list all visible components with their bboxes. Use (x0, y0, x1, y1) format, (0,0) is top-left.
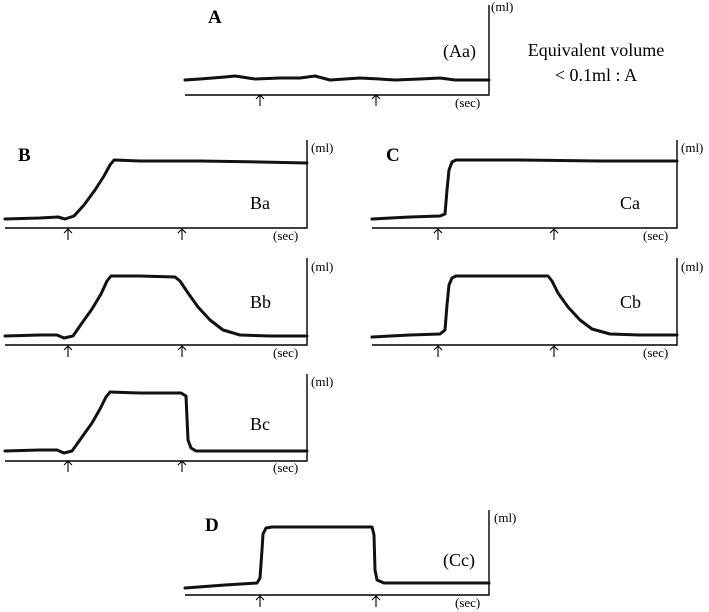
y-unit-ba: (ml) (311, 140, 333, 155)
x-unit-ba: (sec) (273, 228, 298, 243)
axis-cc (185, 510, 490, 596)
panel-bb: (ml) (sec) Bb (3, 258, 333, 360)
arrow-bc-1 (63, 460, 73, 472)
arrow-bb-1 (63, 345, 73, 357)
panel-ba: (ml) (sec) Ba (3, 140, 333, 243)
y-unit-bb: (ml) (311, 259, 333, 274)
panel-aa: (ml) (sec) (Aa) (183, 0, 513, 110)
trace-cc (183, 525, 491, 590)
axis-bc (5, 374, 308, 462)
axis-aa (185, 5, 490, 96)
trace-bb (3, 274, 309, 340)
arrow-cc-1 (255, 595, 265, 607)
arrow-ca-1 (433, 228, 443, 240)
section-label-d: D (205, 515, 219, 536)
panel-label-aa: (Aa) (443, 41, 476, 62)
section-label-c: C (386, 145, 400, 166)
panel-label-bc: Bc (250, 414, 270, 434)
section-label-b: B (18, 145, 31, 166)
arrow-aa-1 (255, 94, 265, 106)
panel-label-cb: Cb (620, 292, 641, 312)
arrow-cc-2 (371, 595, 381, 607)
panel-label-cc: (Cc) (443, 550, 475, 571)
trace-aa (183, 74, 491, 82)
panel-label-bb: Bb (250, 292, 271, 312)
trace-ca (370, 158, 679, 221)
y-unit-ca: (ml) (681, 140, 703, 155)
x-unit-bc: (sec) (273, 460, 298, 475)
y-unit-cb: (ml) (681, 259, 703, 274)
section-label-a: A (208, 7, 222, 28)
trace-bc (3, 390, 309, 455)
arrow-cb-1 (433, 345, 443, 357)
arrow-ba-2 (177, 228, 187, 240)
y-unit-bc: (ml) (311, 374, 333, 389)
note-line-2: < 0.1ml : A (555, 65, 637, 85)
arrow-bb-2 (177, 345, 187, 357)
y-unit-aa: (ml) (491, 0, 513, 14)
panel-label-ca: Ca (620, 193, 640, 213)
note-line-1: Equivalent volume (528, 40, 664, 60)
axis-ca (372, 140, 678, 229)
trace-ba (3, 158, 309, 221)
panel-bc: (ml) (sec) Bc (3, 374, 333, 475)
arrow-bc-2 (177, 460, 187, 472)
y-unit-cc: (ml) (494, 510, 516, 525)
axis-cb (372, 258, 678, 346)
x-unit-cc: (sec) (455, 595, 480, 610)
axis-bb (5, 258, 308, 346)
trace-cb (370, 274, 679, 339)
arrow-aa-2 (371, 94, 381, 106)
x-unit-aa: (sec) (455, 95, 480, 110)
panel-ca: (ml) (sec) Ca (370, 140, 703, 243)
arrow-ba-1 (63, 228, 73, 240)
arrow-ca-2 (549, 228, 559, 240)
panel-label-ba: Ba (250, 193, 270, 213)
arrow-cb-2 (549, 345, 559, 357)
panel-cb: (ml) (sec) Cb (370, 258, 703, 360)
x-unit-bb: (sec) (273, 345, 298, 360)
axis-ba (5, 140, 308, 229)
panel-cc: (ml) (sec) (Cc) (183, 510, 516, 610)
x-unit-cb: (sec) (643, 345, 668, 360)
x-unit-ca: (sec) (643, 228, 668, 243)
